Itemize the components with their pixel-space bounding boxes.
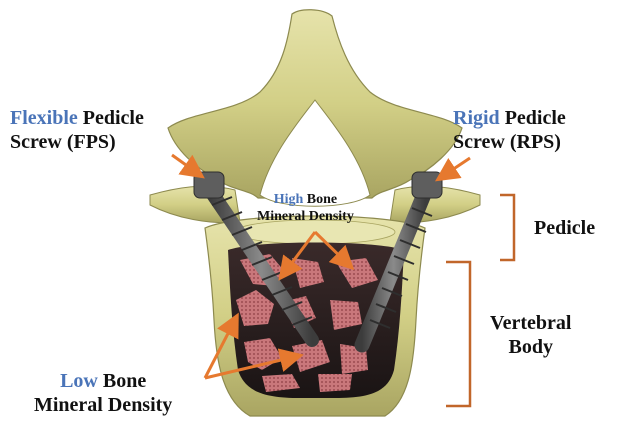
vertebral-body-line2: Body <box>490 336 571 360</box>
vertebral-body-label: Vertebral Body <box>490 312 571 359</box>
vertebral-body-line1: Vertebral <box>490 312 571 336</box>
fps-label-rest: Pedicle <box>78 107 144 129</box>
high-bmd-rest: Bone <box>303 192 337 207</box>
fps-label-line2: Screw (FPS) <box>10 131 144 155</box>
rps-label-rest: Pedicle <box>500 107 566 129</box>
low-bmd-line2: Mineral Density <box>34 394 172 418</box>
brackets <box>446 195 514 406</box>
rps-label: Rigid Pedicle Screw (RPS) <box>453 107 566 154</box>
rps-label-line2: Screw (RPS) <box>453 131 566 155</box>
high-bmd-label: High Bone Mineral Density <box>257 192 354 225</box>
high-bmd-accent: High <box>274 192 304 207</box>
rps-label-accent: Rigid <box>453 107 500 129</box>
low-bmd-rest: Bone <box>98 370 146 392</box>
high-bmd-line2: Mineral Density <box>257 209 354 226</box>
vertebral-body-bracket <box>446 262 470 406</box>
low-bmd-accent: Low <box>60 370 98 392</box>
pedicle-bracket <box>500 195 514 260</box>
low-bmd-label: Low Bone Mineral Density <box>34 370 172 417</box>
fps-label: Flexible Pedicle Screw (FPS) <box>10 107 144 154</box>
pedicle-label: Pedicle <box>534 217 595 241</box>
fps-label-accent: Flexible <box>10 107 78 129</box>
